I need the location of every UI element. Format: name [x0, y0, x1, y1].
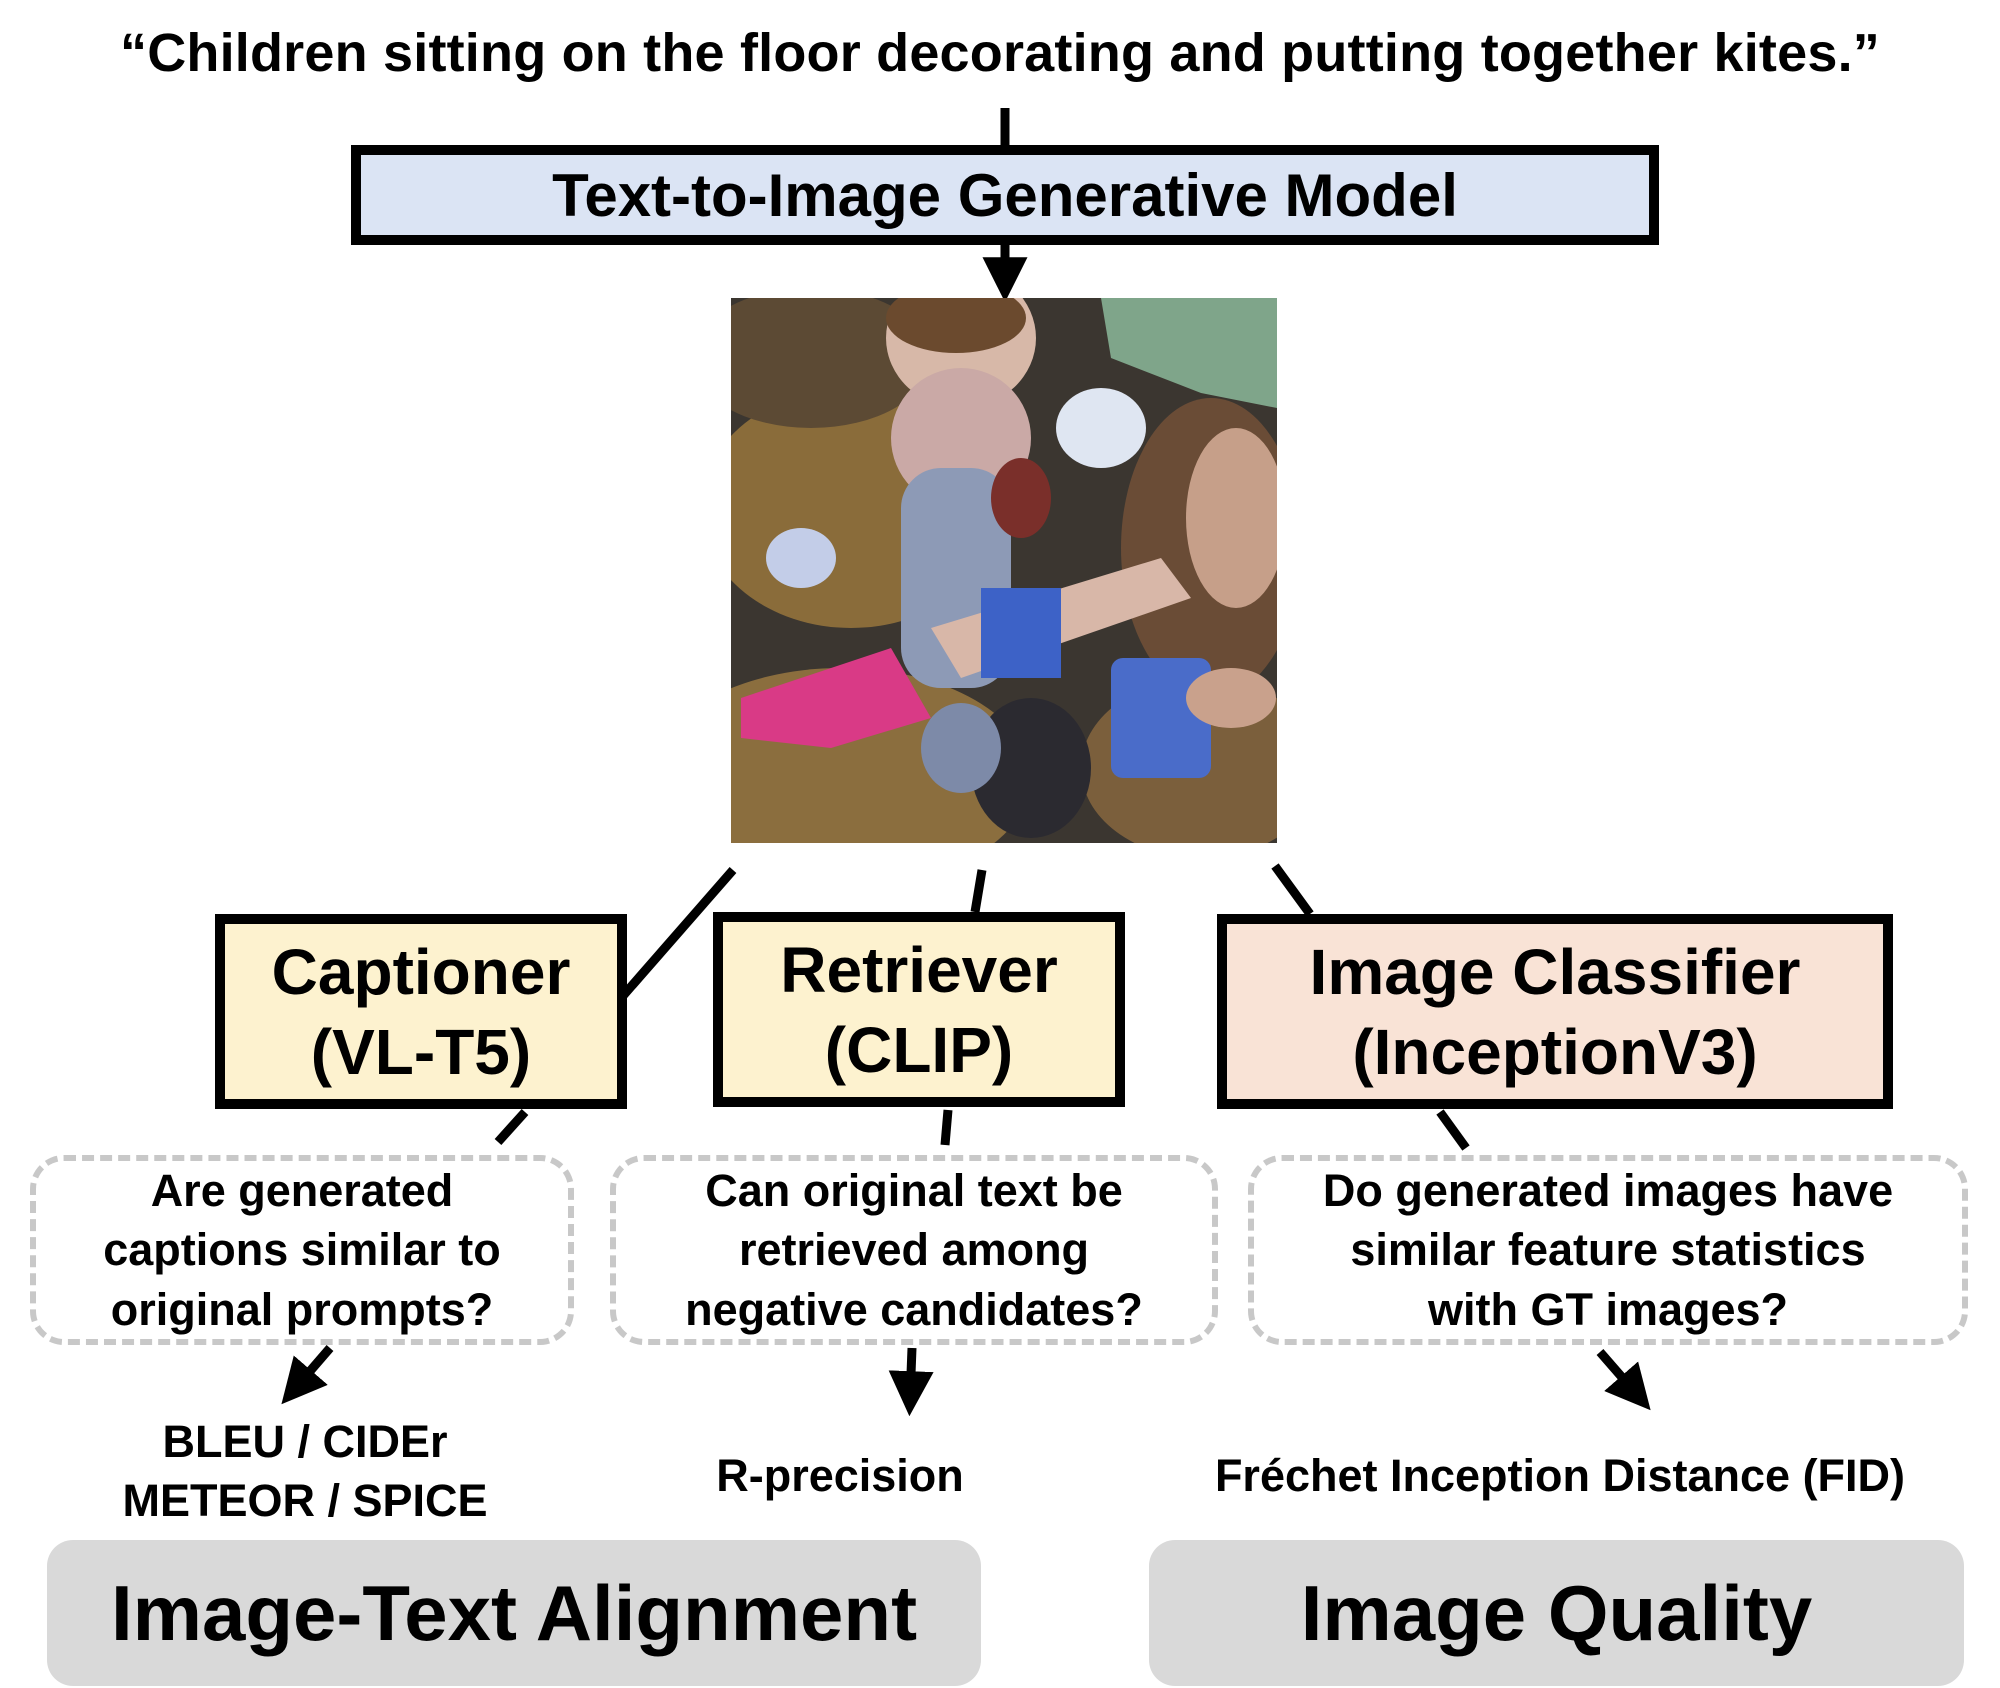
captioner-model-name: (VL-T5) — [310, 1015, 532, 1088]
generated-image — [731, 298, 1277, 843]
question-retrieval: Can original text be retrieved among neg… — [610, 1155, 1218, 1345]
question-line: Do generated images have — [1322, 1164, 1894, 1216]
arrow-question-to-fid — [1596, 1349, 1651, 1411]
captioner-box: Captioner (VL-T5) — [215, 914, 627, 1109]
metric-line: BLEU / CIDEr — [162, 1416, 448, 1467]
question-line: retrieved among — [738, 1224, 1090, 1276]
category-label: Image-Text Alignment — [110, 1568, 918, 1657]
question-line: original prompts? — [110, 1283, 494, 1335]
category-label: Image Quality — [1300, 1568, 1813, 1657]
metric-fid: Fréchet Inception Distance (FID) — [1130, 1447, 1990, 1506]
line-captioner-to-question — [494, 1108, 529, 1146]
arrow-question-to-rprecision — [888, 1347, 934, 1417]
input-prompt: “Children sitting on the floor decoratin… — [120, 23, 1880, 83]
line-image-to-retriever — [970, 869, 987, 913]
question-line: negative candidates? — [685, 1283, 1143, 1335]
classifier-title: Image Classifier — [1309, 935, 1801, 1008]
line-image-to-classifier — [1271, 863, 1314, 917]
question-line: with GT images? — [1427, 1283, 1789, 1335]
category-image-text-alignment: Image-Text Alignment — [47, 1540, 981, 1686]
line-retriever-to-question — [940, 1109, 953, 1146]
metric-captioning: BLEU / CIDEr METEOR / SPICE — [80, 1413, 530, 1530]
metric-retrieval: R-precision — [640, 1447, 1040, 1506]
line-classifier-to-question — [1436, 1109, 1470, 1151]
question-line: Are generated — [150, 1164, 454, 1216]
question-line: captions similar to — [103, 1224, 501, 1276]
retriever-box: Retriever (CLIP) — [713, 912, 1125, 1107]
question-line: similar feature statistics — [1350, 1224, 1866, 1276]
arrow-question-to-bleu — [281, 1345, 334, 1405]
category-image-quality: Image Quality — [1149, 1540, 1964, 1686]
generative-model-label: Text-to-Image Generative Model — [552, 161, 1458, 229]
metric-line: METEOR / SPICE — [122, 1474, 488, 1526]
retriever-title: Retriever — [780, 933, 1058, 1006]
generative-model-box: Text-to-Image Generative Model — [351, 145, 1659, 245]
captioner-title: Captioner — [271, 935, 571, 1008]
metric-line: R-precision — [716, 1450, 964, 1501]
metric-line: Fréchet Inception Distance (FID) — [1214, 1450, 1906, 1501]
question-feature-statistics: Do generated images have similar feature… — [1248, 1155, 1968, 1345]
classifier-model-name: (InceptionV3) — [1352, 1015, 1758, 1088]
line-image-to-captioner — [611, 867, 737, 1008]
question-line: Can original text be — [705, 1164, 1123, 1216]
image-classifier-box: Image Classifier (InceptionV3) — [1217, 914, 1893, 1109]
retriever-model-name: (CLIP) — [824, 1013, 1014, 1086]
question-captioning: Are generated captions similar to origin… — [30, 1155, 574, 1345]
